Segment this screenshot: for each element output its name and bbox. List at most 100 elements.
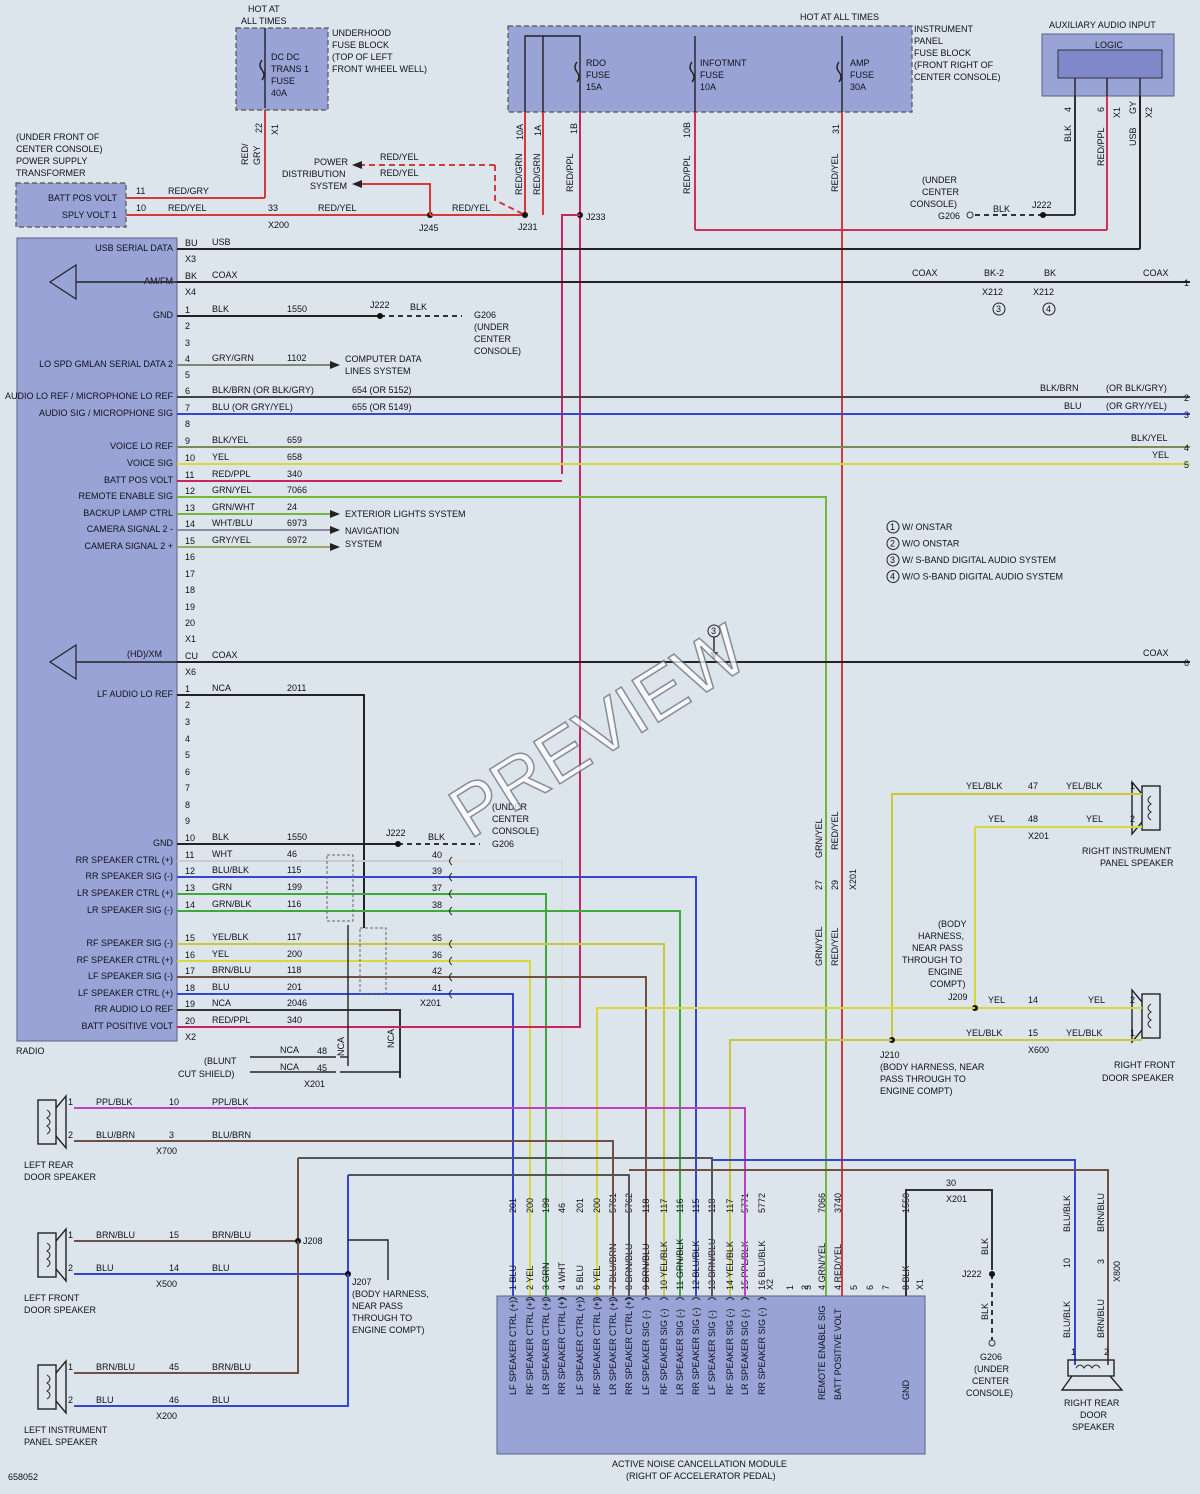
x201-connector-glyph [449,872,453,882]
blunt-1: (BLUNT [204,1056,237,1066]
radio-pin-name: RF SPEAKER CTRL (+) [77,955,173,965]
pin: 14 [1028,995,1038,1005]
pd-label-2: DISTRIBUTION [282,169,346,179]
radio-pin-num: 12 [185,486,195,496]
pin: 15 [1028,1028,1038,1038]
rdo-fuse-3: 15A [586,82,602,92]
wire-color: BRN/BLU [212,1230,251,1240]
anc-label-1: ACTIVE NOISE CANCELLATION MODULE [612,1459,787,1469]
hot-label-right: HOT AT ALL TIMES [800,12,879,22]
pin-27: 27 [814,880,824,890]
r-blkbrn: BLK/BRN [1040,383,1079,393]
radio-pin-num: 8 [185,800,190,810]
legend-num: 1 [890,522,895,532]
anc-connector-glyph [740,1297,750,1301]
pin: 45 [169,1362,179,1372]
conn: X200 [156,1411,177,1421]
pin: 3 [169,1130,174,1140]
radio-pin-name: VOICE SIG [127,458,173,468]
speaker-coil-icon [1147,795,1152,821]
pin: 46 [169,1395,179,1405]
x201-pin: 39 [432,866,442,876]
psu-label-2: CENTER CONSOLE) [16,144,103,154]
anc-pin-color: 5 BLU [575,1265,585,1290]
radio-pin-num: 14 [185,900,195,910]
radio-wire-color: BLK [212,304,229,314]
x201-connector-glyph [449,956,453,966]
anc-pin-name: RF SPEAKER SIG (-) [659,1308,669,1395]
speaker-body [37,1099,57,1145]
radio-wire-color: GRN [212,882,232,892]
anc-pin-name: RF SPEAKER SIG (-) [725,1308,735,1395]
radio-circuit: 116 [287,899,301,909]
radio-pin-num: 17 [185,569,195,579]
speaker-coil-icon [1147,1003,1152,1029]
j233: J233 [586,212,606,222]
edge-pin-5: 5 [1184,460,1189,470]
ipfb-label-3: FUSE BLOCK [914,48,971,58]
redyel-v: RED/YEL [830,153,840,192]
x201-connector-glyph [449,889,453,899]
j209-4: THROUGH TO [902,955,962,965]
aux-x1: X1 [1112,107,1122,118]
speaker-body [37,1232,57,1278]
logic-label: LOGIC [1095,40,1124,50]
radio-wire-color: BLU [212,982,230,992]
radio-pin-name: LR SPEAKER CTRL (+) [77,888,173,898]
anc-connector-glyph [575,1297,585,1301]
wire-color: BLU [212,1395,230,1405]
radio-box [16,237,178,1042]
speaker-label: LEFT INSTRUMENT [24,1425,108,1435]
anc-circuit: 200 [592,1198,602,1213]
anc-connector-glyph [691,1297,701,1301]
speaker-coil-icon [46,1374,51,1400]
speaker-coil-icon [46,1242,51,1268]
blunt-2: CUT SHIELD) [178,1069,234,1079]
anc-pin-color: 7 [881,1285,891,1290]
j210-2: (BODY HARNESS, NEAR [880,1062,985,1072]
anc-pin-color: 4 WHT [557,1262,567,1291]
radio-pin-num: 20 [185,1016,195,1026]
redyel-v1: RED/YEL [830,811,840,850]
cdl-1: COMPUTER DATA [345,354,422,364]
radio-circuit: 115 [287,865,301,875]
j210-1: J210 [880,1050,900,1060]
infotmnt-fuse-2: FUSE [700,70,724,80]
radio-circuit: 46 [287,849,297,859]
anc-connector-glyph [641,1297,651,1301]
radio-pin-num: 2 [185,700,190,710]
pin: 48 [1028,814,1038,824]
rr-3: 3 [1096,1259,1106,1264]
anc-connector-glyph [608,1297,618,1301]
radio-pin-num: 2 [185,321,190,331]
anc-pin-color: X2 [765,1279,775,1290]
radio-circuit: 2046 [287,998,307,1008]
j209-3: NEAR PASS [912,943,963,953]
radio-circuit: 201 [287,982,302,992]
radio-pin-num: CU [185,651,198,661]
j222-top: J222 [1032,200,1052,210]
anc-connector-glyph [525,1297,535,1301]
anc-pin-name: RR SPEAKER CTRL (+) [557,1298,567,1395]
anc-pin-name: GND [901,1380,911,1401]
x201-v: X201 [848,869,858,890]
anc-connector-glyph [541,1297,551,1301]
g206-b-2: (UNDER [974,1364,1009,1374]
ipfb-label-4: (FRONT RIGHT OF [914,60,994,70]
radio-pin-num: 19 [185,999,195,1009]
pin-33: 33 [268,203,278,213]
radio-pin-name: BATT POSITIVE VOLT [81,1021,173,1031]
circ-3b: 3 [711,626,716,636]
radio-wire-color: RED/PPL [212,469,251,479]
j210-3: PASS THROUGH TO [880,1074,966,1084]
psu-redyel: RED/YEL [168,203,207,213]
radio-pin-num: 17 [185,966,195,976]
anc-pin-color: 3 GRN [541,1262,551,1290]
radio-circuit: 655 (OR 5149) [352,402,412,412]
anc-pin-color: 12 BLU/BLK [691,1240,701,1290]
radio-pin-name: REMOTE ENABLE SIG [78,491,173,501]
radio-pin-num: 9 [185,436,190,446]
